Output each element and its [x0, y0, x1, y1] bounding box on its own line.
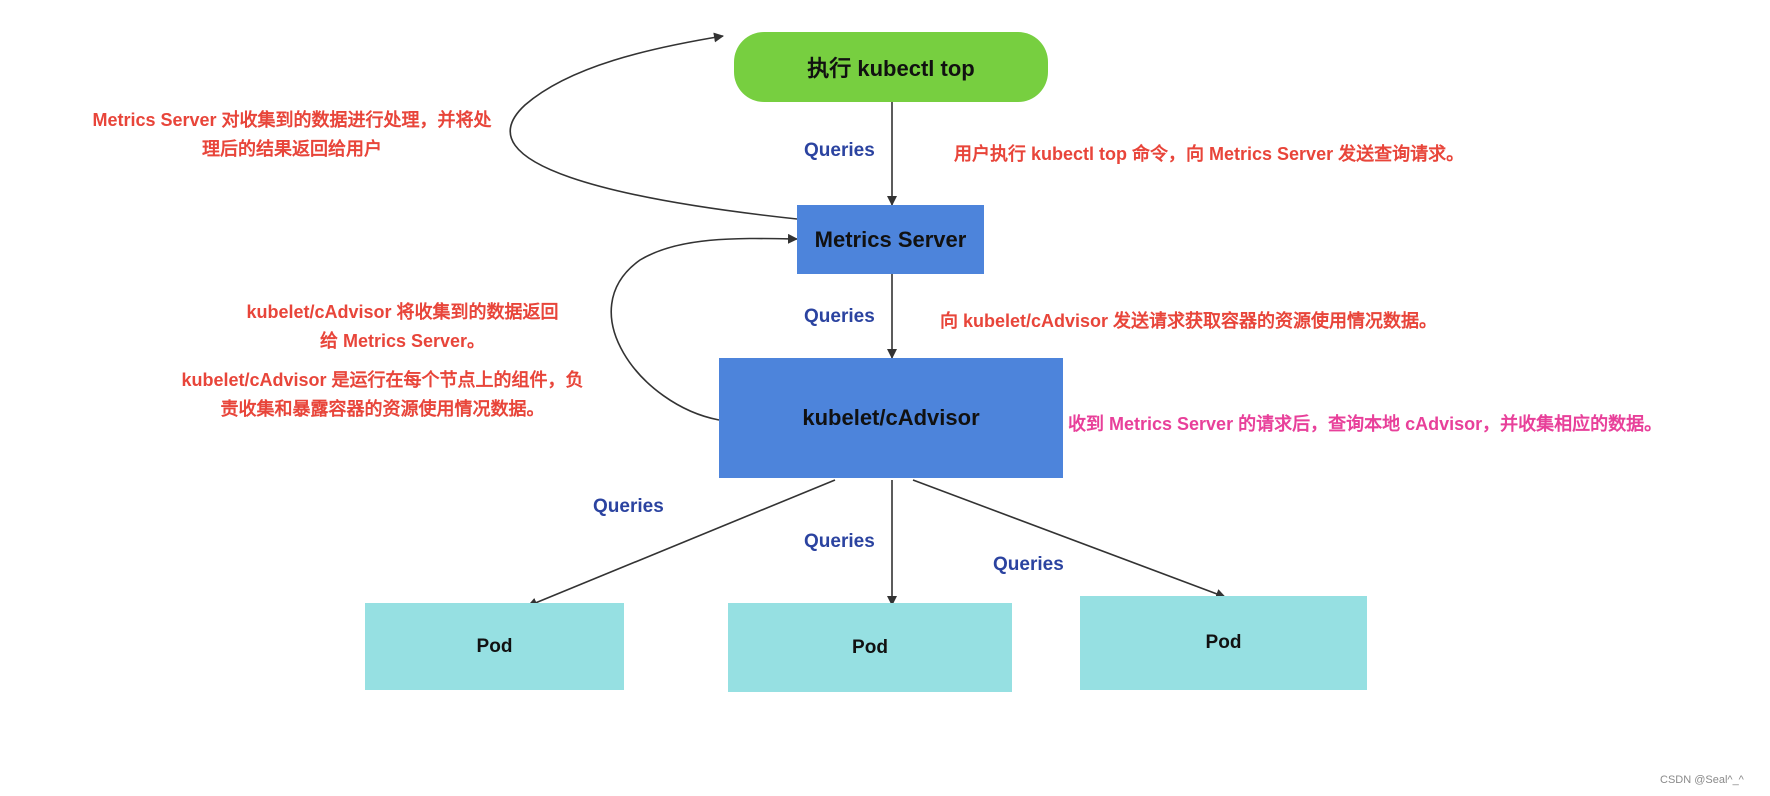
edge-label-kubelet-to-pod-2: Queries: [804, 531, 875, 552]
arrow-kubelet-return: [610, 233, 798, 421]
kubelet-cadvisor-node: kubelet/cAdvisor: [719, 358, 1063, 478]
edge-label-start-to-metrics: Queries: [804, 140, 875, 161]
note-kubelet-return-line2: 给 Metrics Server。: [319, 331, 486, 351]
note-kubelet-description: kubelet/cAdvisor 是运行在每个节点上的组件，负 责收集和暴露容器…: [160, 366, 605, 421]
note-user-request: 用户执行 kubectl top 命令，向 Metrics Server 发送查…: [954, 144, 1465, 164]
note-return-to-user-line1: Metrics Server 对收集到的数据进行处理，并将处: [92, 110, 492, 130]
note-kubelet-return: kubelet/cAdvisor 将收集到的数据返回 给 Metrics Ser…: [200, 298, 605, 353]
note-kubelet-description-line2: 责收集和暴露容器的资源使用情况数据。: [220, 399, 545, 419]
pod-node-2: Pod: [728, 603, 1012, 692]
pod-node-1: Pod: [365, 603, 624, 690]
arrow-return-to-user: [509, 32, 798, 220]
arrow-kubelet-to-pod-3: [912, 479, 1226, 599]
note-kubelet-return-line1: kubelet/cAdvisor 将收集到的数据返回: [246, 302, 559, 322]
start-node: 执行 kubectl top: [734, 32, 1048, 102]
note-kubelet-receive: 收到 Metrics Server 的请求后，查询本地 cAdvisor，并收集…: [1068, 414, 1663, 434]
arrow-kubelet-to-pod-1: [527, 479, 836, 608]
note-metrics-request: 向 kubelet/cAdvisor 发送请求获取容器的资源使用情况数据。: [940, 311, 1438, 331]
note-return-to-user: Metrics Server 对收集到的数据进行处理，并将处 理后的结果返回给用…: [72, 106, 512, 161]
edge-label-kubelet-to-pod-3: Queries: [993, 554, 1064, 575]
pod-node-3: Pod: [1080, 596, 1367, 690]
note-kubelet-description-line1: kubelet/cAdvisor 是运行在每个节点上的组件，负: [181, 370, 584, 390]
note-return-to-user-line2: 理后的结果返回给用户: [202, 139, 382, 159]
edge-label-kubelet-to-pod-1: Queries: [593, 496, 664, 517]
metrics-server-node: Metrics Server: [797, 205, 984, 274]
edge-label-metrics-to-kubelet: Queries: [804, 306, 875, 327]
watermark: CSDN @Seal^_^: [1660, 774, 1744, 786]
